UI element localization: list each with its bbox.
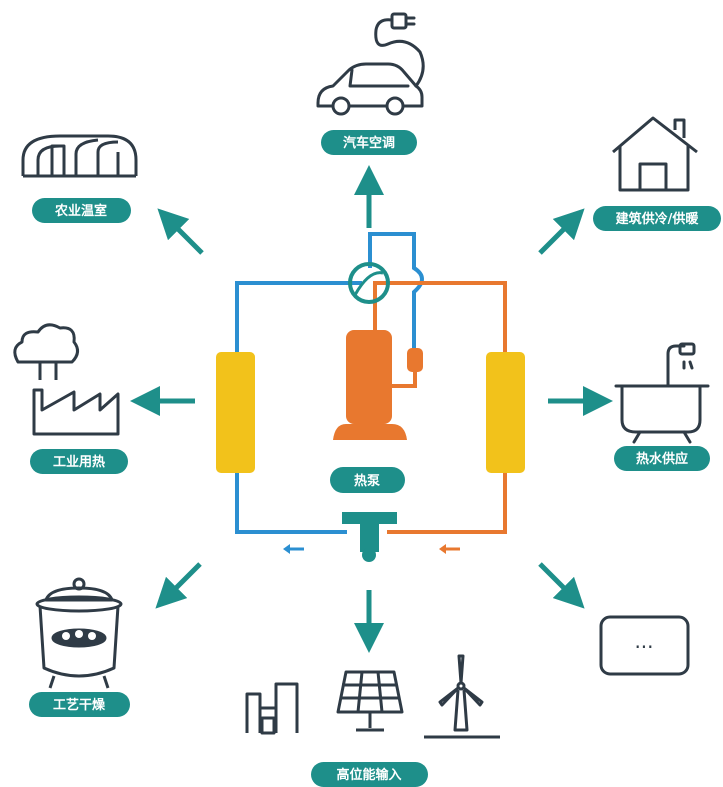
svg-text:热泵: 热泵: [354, 473, 380, 489]
heat-pump-label: 热泵: [330, 467, 405, 493]
condenser-coil: [486, 352, 525, 473]
greenhouse-label: 农业温室: [32, 198, 131, 223]
drying-label: 工艺干燥: [29, 692, 130, 717]
factory-icon: [13, 323, 120, 436]
house-icon: [612, 116, 698, 192]
evaporator-coil: [216, 352, 255, 473]
application-arrows: [130, 165, 613, 653]
arrow-up-right: [538, 208, 585, 255]
svg-text:高位能输入: 高位能输入: [336, 767, 401, 783]
industrial-heat-label: 工业用热: [30, 449, 128, 474]
blue-pipe-valve: [368, 232, 424, 348]
expansion-valve-icon: [342, 512, 397, 562]
compressor-icon: [333, 330, 423, 440]
arrow-down-right: [538, 562, 585, 609]
arrow-up-left: [157, 208, 204, 255]
svg-text:工艺干燥: 工艺干燥: [53, 697, 106, 713]
building-label: 建筑供冷/供暖: [593, 206, 721, 231]
more-box: ···: [599, 615, 690, 676]
refrigerant-circuit: [216, 232, 525, 562]
svg-text:建筑供冷/供暖: 建筑供冷/供暖: [616, 211, 700, 227]
wind-turbine-icon: [424, 654, 500, 739]
hot-water-label: 热水供应: [614, 446, 710, 471]
four-way-valve-icon: [348, 262, 390, 304]
dryer-pot-icon: [35, 577, 123, 689]
svg-text:农业温室: 农业温室: [54, 203, 107, 219]
orange-pipe: [373, 281, 507, 534]
svg-text:热水供应: 热水供应: [636, 451, 688, 467]
greenhouse-icon: [21, 134, 138, 178]
svg-text:汽车空调: 汽车空调: [343, 135, 395, 151]
building-icon: [245, 682, 299, 735]
high-input-label: 高位能输入: [311, 762, 428, 787]
car-plug-icon: [316, 12, 425, 116]
svg-text:···: ···: [634, 635, 653, 659]
bathtub-icon: [614, 342, 710, 444]
solar-panel-icon: [336, 670, 404, 732]
blue-pipe: [235, 281, 362, 534]
arrow-down-left: [155, 562, 202, 609]
car-ac-label: 汽车空调: [321, 130, 417, 155]
svg-text:工业用热: 工业用热: [53, 454, 105, 470]
